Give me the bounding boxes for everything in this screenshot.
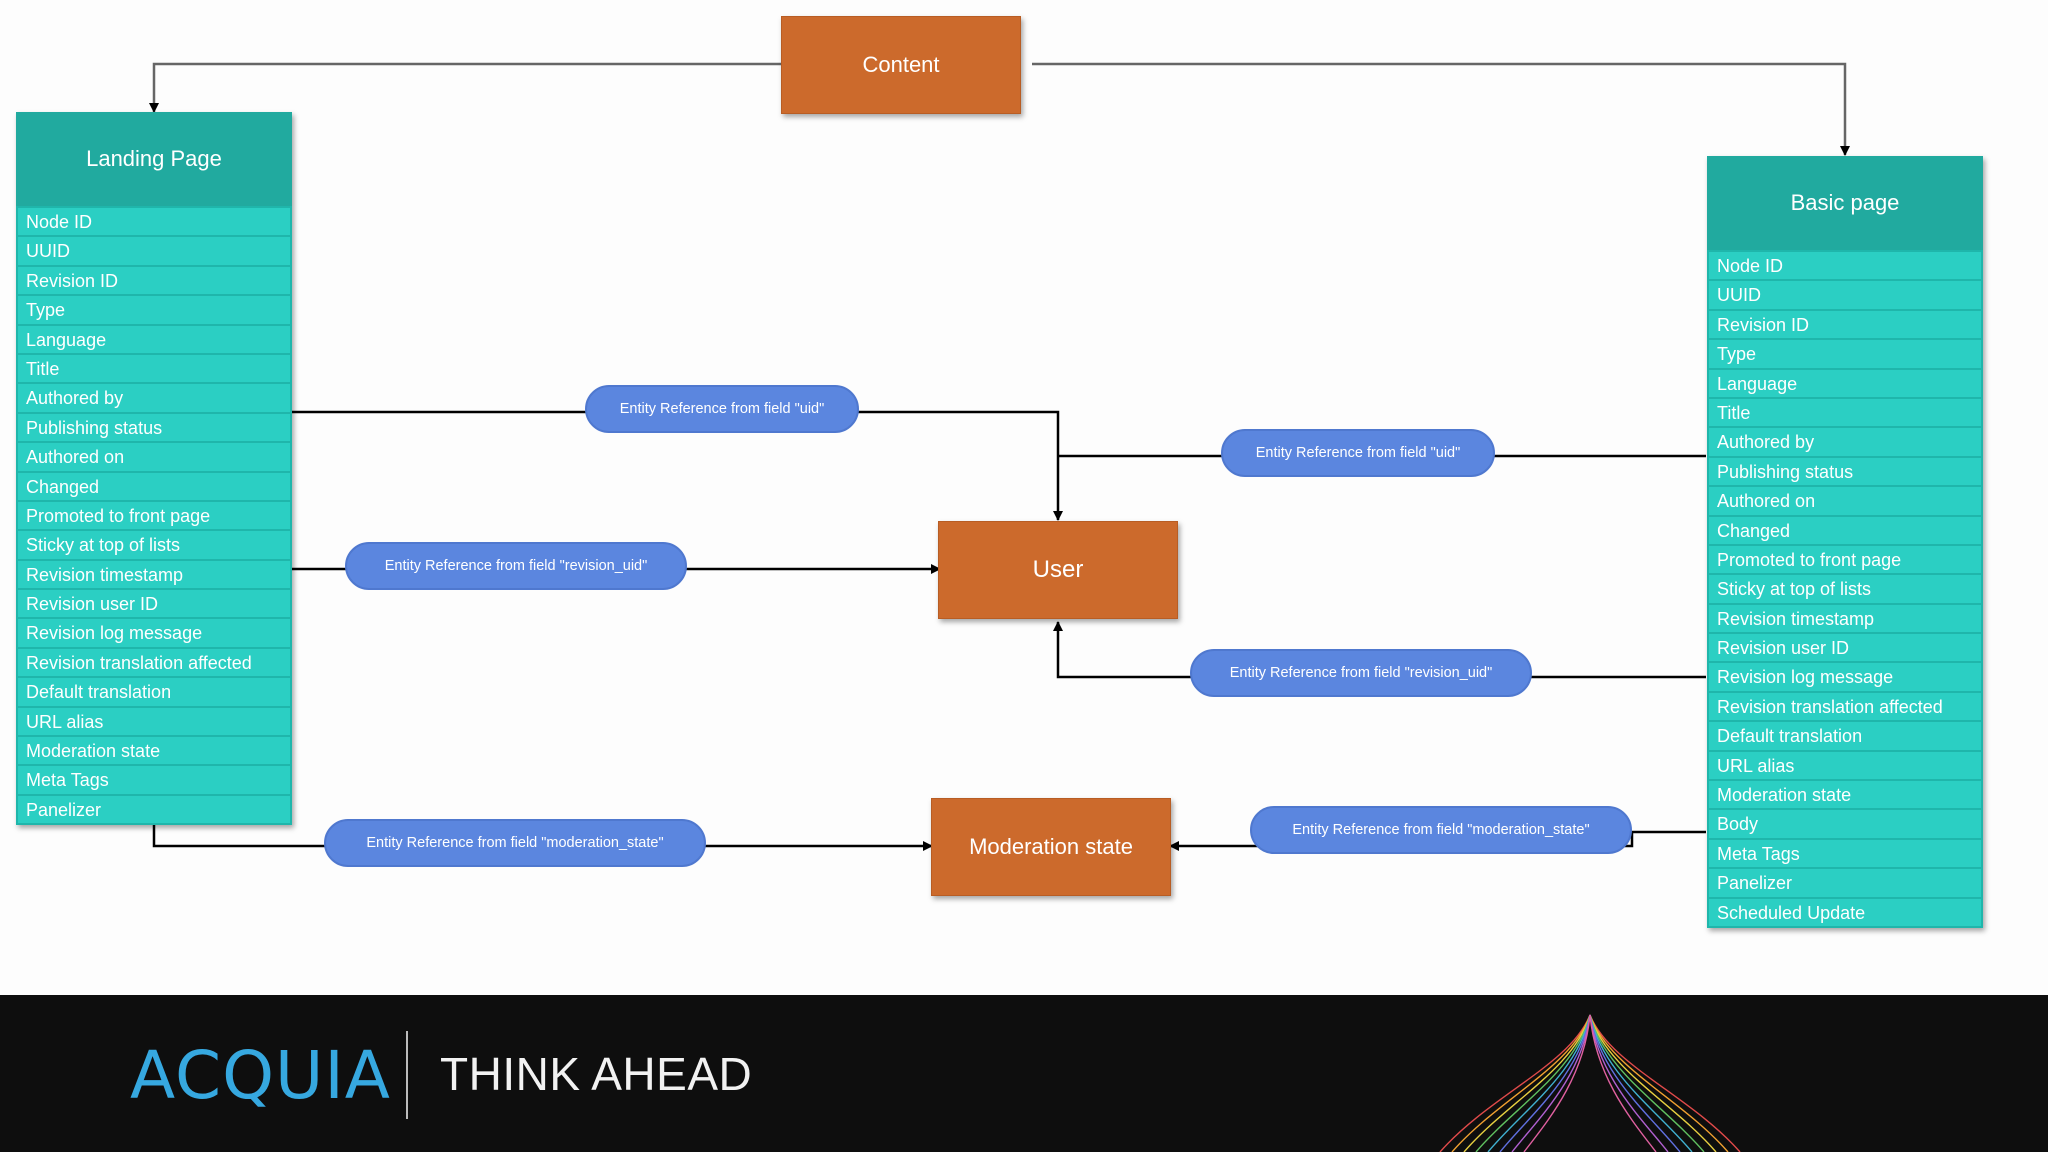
moderation-state-node[interactable]: Moderation state <box>931 798 1171 896</box>
edge-label-bp-revision-uid-text: Entity Reference from field "revision_ui… <box>1229 665 1493 681</box>
landing-page-field-row[interactable]: Revision log message <box>18 617 290 646</box>
edge-label-lp-uid[interactable]: Entity Reference from field "uid" <box>585 385 859 433</box>
landing-page-field-row[interactable]: Sticky at top of lists <box>18 529 290 558</box>
landing-page-header: Landing Page <box>16 112 292 206</box>
basic-page-field-row[interactable]: Meta Tags <box>1709 837 1981 867</box>
basic-page-field-row[interactable]: Language <box>1709 367 1981 397</box>
landing-page-field-row[interactable]: Language <box>18 323 290 353</box>
footer-divider <box>406 1031 408 1119</box>
landing-page-title: Landing Page <box>86 146 222 171</box>
landing-page-field-row[interactable]: Promoted to front page <box>18 499 290 529</box>
basic-page-field-row[interactable]: UUID <box>1709 279 1981 308</box>
landing-page-field-row[interactable]: URL alias <box>18 705 290 735</box>
basic-page-field-row[interactable]: Promoted to front page <box>1709 543 1981 573</box>
footer-bar: ACQUIA THINK AHEAD <box>0 995 2048 1152</box>
basic-page-field-row[interactable]: Sticky at top of lists <box>1709 573 1981 602</box>
basic-page-field-row[interactable]: Changed <box>1709 514 1981 544</box>
user-node-label: User <box>1032 556 1084 583</box>
basic-page-field-row[interactable]: Panelizer <box>1709 867 1981 896</box>
edge-lp-uid <box>292 410 1063 521</box>
edge-content-to-basic-page <box>1032 62 1850 156</box>
basic-page-header: Basic page <box>1707 156 1983 250</box>
basic-page-field-row[interactable]: Moderation state <box>1709 779 1981 808</box>
landing-page-field-row[interactable]: UUID <box>18 235 290 264</box>
basic-page-field-row[interactable]: Revision user ID <box>1709 632 1981 661</box>
basic-page-field-row[interactable]: URL alias <box>1709 749 1981 779</box>
landing-page-field-row[interactable]: Revision ID <box>18 264 290 294</box>
edge-label-lp-moderation-state-text: Entity Reference from field "moderation_… <box>366 835 664 851</box>
landing-page-field-row[interactable]: Title <box>18 352 290 382</box>
content-node[interactable]: Content <box>781 16 1021 114</box>
basic-page-field-row[interactable]: Revision timestamp <box>1709 602 1981 632</box>
landing-page-field-row[interactable]: Revision translation affected <box>18 646 290 676</box>
landing-page-field-row[interactable]: Changed <box>18 470 290 500</box>
basic-page-title: Basic page <box>1790 190 1900 215</box>
basic-page-field-row[interactable]: Title <box>1709 396 1981 426</box>
landing-page-field-row[interactable]: Default translation <box>18 676 290 705</box>
tagline: THINK AHEAD <box>440 1048 753 1100</box>
basic-page-field-row[interactable]: Authored on <box>1709 485 1981 514</box>
landing-page-field-row[interactable]: Authored by <box>18 382 290 411</box>
basic-page-field-row[interactable]: Default translation <box>1709 720 1981 749</box>
moderation-state-node-label: Moderation state <box>969 834 1133 859</box>
edge-label-lp-revision-uid-text: Entity Reference from field "revision_ui… <box>384 558 648 574</box>
content-node-label: Content <box>862 52 940 77</box>
basic-page-field-row[interactable]: Node ID <box>1709 250 1981 279</box>
basic-page-field-row[interactable]: Type <box>1709 338 1981 367</box>
landing-page-field-row[interactable]: Meta Tags <box>18 764 290 793</box>
landing-page-field-row[interactable]: Publishing status <box>18 411 290 441</box>
landing-page-field-row[interactable]: Moderation state <box>18 735 290 764</box>
landing-page-field-row[interactable]: Authored on <box>18 441 290 470</box>
edge-label-lp-revision-uid[interactable]: Entity Reference from field "revision_ui… <box>345 542 687 590</box>
basic-page-field-row[interactable]: Publishing status <box>1709 455 1981 485</box>
edge-label-bp-revision-uid[interactable]: Entity Reference from field "revision_ui… <box>1190 649 1532 697</box>
landing-page-field-row[interactable]: Revision user ID <box>18 588 290 617</box>
decorative-swirl-icon <box>1439 1014 1741 1152</box>
edge-label-bp-moderation-state-text: Entity Reference from field "moderation_… <box>1292 822 1590 838</box>
acquia-logo: ACQUIA <box>130 1037 391 1114</box>
landing-page-field-row[interactable]: Type <box>18 294 290 323</box>
basic-page-field-row[interactable]: Scheduled Update <box>1709 896 1981 926</box>
landing-page-field-row[interactable]: Panelizer <box>18 793 290 823</box>
landing-page-field-row[interactable]: Revision timestamp <box>18 558 290 588</box>
basic-page-field-row[interactable]: Revision translation affected <box>1709 690 1981 720</box>
landing-page-field-row[interactable]: Node ID <box>18 206 290 235</box>
edge-label-bp-uid-text: Entity Reference from field "uid" <box>1255 445 1461 461</box>
edge-label-lp-moderation-state[interactable]: Entity Reference from field "moderation_… <box>324 819 706 867</box>
basic-page-field-row[interactable]: Authored by <box>1709 426 1981 455</box>
edge-label-lp-uid-text: Entity Reference from field "uid" <box>619 401 825 417</box>
basic-page-field-row[interactable]: Revision ID <box>1709 308 1981 338</box>
basic-page-field-row[interactable]: Revision log message <box>1709 661 1981 690</box>
edge-label-bp-uid[interactable]: Entity Reference from field "uid" <box>1221 429 1495 477</box>
basic-page-field-row[interactable]: Body <box>1709 808 1981 837</box>
user-node[interactable]: User <box>938 521 1178 619</box>
edge-content-to-landing-page <box>149 62 781 113</box>
edge-label-bp-moderation-state[interactable]: Entity Reference from field "moderation_… <box>1250 806 1632 854</box>
